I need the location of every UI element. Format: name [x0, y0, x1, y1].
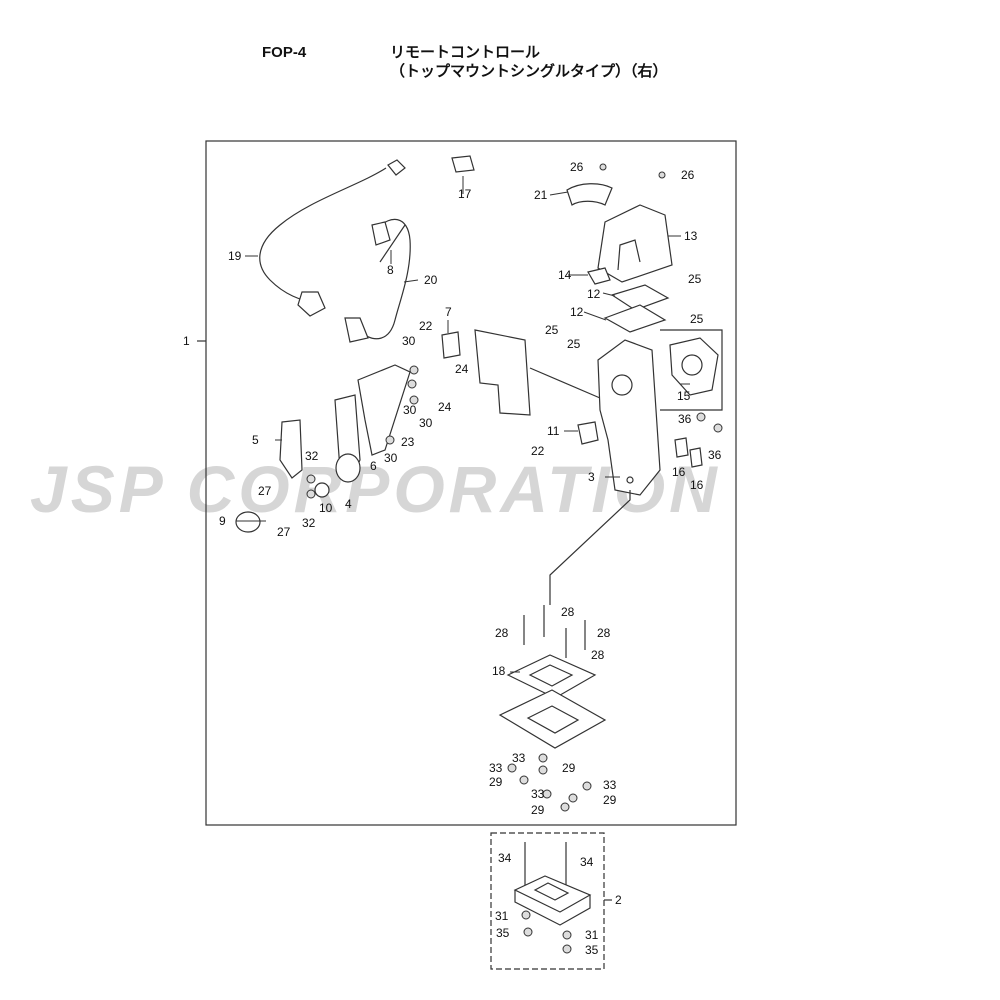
callout-1: 1	[183, 334, 190, 348]
callout-29c: 29	[603, 793, 617, 807]
callout-22a: 22	[419, 319, 433, 333]
callout-25c: 25	[567, 337, 581, 351]
assembly-frame-2	[490, 832, 605, 970]
gasket-plate	[474, 329, 531, 416]
hardware-small	[306, 163, 723, 954]
callout-33a: 33	[512, 751, 526, 765]
callout-25d: 25	[690, 312, 704, 326]
callout-34a: 34	[498, 851, 512, 865]
callout-24b: 24	[438, 400, 452, 414]
callout-27a: 27	[258, 484, 272, 498]
callout-26b: 26	[681, 168, 695, 182]
bush-7	[441, 331, 461, 359]
bracket-11	[577, 421, 599, 445]
diagram-title-line1: リモートコントロール	[390, 44, 541, 61]
leader-lines	[236, 176, 690, 673]
callout-12a: 12	[587, 287, 601, 301]
callout-14: 14	[558, 268, 572, 282]
callout-33c: 33	[603, 778, 617, 792]
callout-12b: 12	[570, 305, 584, 319]
washer-10	[314, 482, 330, 498]
callout-32a: 32	[305, 449, 319, 463]
callout-30a: 30	[402, 334, 416, 348]
callout-7: 7	[445, 305, 452, 319]
callout-20: 20	[424, 273, 438, 287]
callout-29d: 29	[531, 803, 545, 817]
callout-18: 18	[492, 664, 506, 678]
callout-36a: 36	[678, 412, 692, 426]
callout-24a: 24	[455, 362, 469, 376]
callout-29b: 29	[489, 775, 503, 789]
callout-25b: 25	[545, 323, 559, 337]
callout-32b: 32	[302, 516, 316, 530]
callout-29a: 29	[562, 761, 576, 775]
callout-23: 23	[401, 435, 415, 449]
callout-33d: 33	[531, 787, 545, 801]
callout-13: 13	[684, 229, 698, 243]
callout-11: 11	[547, 424, 560, 438]
callout-26a: 26	[570, 160, 584, 174]
callout-6: 6	[370, 459, 377, 473]
callout-27b: 27	[277, 525, 291, 539]
callout-30b: 30	[403, 403, 417, 417]
clip-16b	[689, 447, 703, 468]
bracket-12b	[603, 304, 667, 333]
handle-cap-13	[597, 204, 673, 283]
callout-16a: 16	[672, 465, 686, 479]
watermark-text: JSP CORPORATION	[30, 452, 721, 526]
callout-22b: 22	[531, 444, 545, 458]
assembly-frame-1	[205, 140, 737, 826]
bolts-28	[523, 605, 586, 658]
callout-5: 5	[252, 433, 259, 447]
callout-4: 4	[345, 497, 352, 511]
callout-labels: 1 2 3 4 5 6 7 8 9 10 11 12 12 13 14 15 1…	[183, 160, 722, 957]
callout-2: 2	[615, 893, 622, 907]
callout-15: 15	[677, 389, 691, 403]
bracket-6	[357, 364, 411, 456]
lever-5	[279, 419, 303, 479]
callout-34b: 34	[580, 855, 594, 869]
callout-17: 17	[458, 187, 472, 201]
callout-10: 10	[319, 501, 333, 515]
clip-16a	[674, 437, 689, 458]
callout-19: 19	[228, 249, 242, 263]
wire-harness-19	[259, 159, 406, 317]
callout-28a: 28	[561, 605, 575, 619]
bracket-12a	[610, 284, 670, 311]
callout-16b: 16	[690, 478, 704, 492]
callout-9: 9	[219, 514, 226, 528]
callout-28b: 28	[495, 626, 509, 640]
clip-14	[587, 267, 611, 285]
cover-21	[566, 183, 613, 206]
callout-35b: 35	[585, 943, 599, 957]
callout-35a: 35	[496, 926, 510, 940]
callout-25a: 25	[688, 272, 702, 286]
diagram-title-line2: （トップマウントシングルタイプ）（右）	[390, 63, 668, 80]
knob-9	[235, 511, 261, 533]
callout-8: 8	[387, 263, 394, 277]
callout-30c: 30	[419, 416, 433, 430]
callout-31b: 31	[585, 928, 599, 942]
diagram-code: FOP-4	[262, 44, 307, 61]
callout-28c: 28	[597, 626, 611, 640]
callout-28d: 28	[591, 648, 605, 662]
grommet-17	[451, 155, 475, 173]
wire-harness-20	[344, 218, 411, 343]
callout-33b: 33	[489, 761, 503, 775]
callout-36b: 36	[708, 448, 722, 462]
callout-21: 21	[534, 188, 548, 202]
callout-31a: 31	[495, 909, 509, 923]
callout-30d: 30	[384, 451, 398, 465]
callout-3: 3	[588, 470, 595, 484]
